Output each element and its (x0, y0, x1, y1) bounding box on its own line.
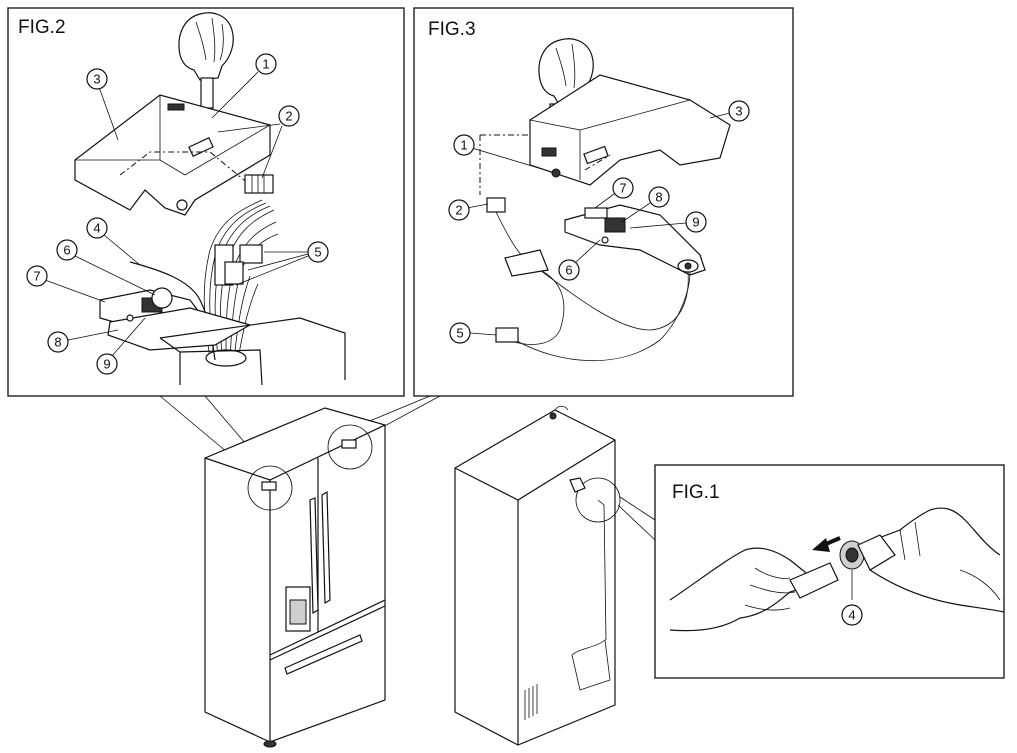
direction-arrow (812, 536, 841, 552)
wire-harness (495, 211, 691, 362)
fig3-callout-1: 1 (460, 138, 467, 153)
fig2-callout-2: 2 (285, 109, 292, 124)
fig1-panel: FIG.1 4 (654, 464, 1005, 679)
fig2-callout-6: 6 (63, 243, 70, 258)
fig2-callouts: 1 2 3 4 5 6 7 8 (26, 53, 329, 375)
screw (551, 168, 561, 178)
connector-2 (244, 174, 274, 194)
fig2-panel: FIG.2 (7, 7, 405, 397)
fig2-label: FIG.2 (18, 17, 66, 38)
bracket-plate (99, 287, 252, 351)
hand-right-illustration (857, 507, 1005, 613)
fig2-callout-3: 3 (93, 72, 100, 87)
connector-2 (486, 197, 506, 213)
fig3-callout-2: 2 (455, 203, 462, 218)
fig3-callout-7: 7 (619, 181, 626, 196)
cover-part (479, 74, 731, 195)
fig3-callout-3: 3 (735, 104, 742, 119)
rear-refrigerator (454, 405, 621, 746)
fitting-part (839, 540, 865, 570)
wire-bundle (203, 199, 279, 367)
fig3-callout-6: 6 (565, 263, 572, 278)
fig3-panel: FIG.3 (413, 7, 794, 397)
bracket-plate (564, 204, 706, 276)
fig3-callout-5: 5 (456, 326, 463, 341)
cabinet-top-corner (159, 317, 346, 386)
fig1-callout-4: 4 (848, 608, 855, 623)
hand-left-illustration (669, 547, 839, 632)
fig1-leader-lines (617, 496, 656, 541)
fig2-callout-5: 5 (314, 245, 321, 260)
fig2-callout-4: 4 (93, 221, 100, 236)
fig1-label: FIG.1 (672, 482, 720, 503)
fig3-label: FIG.3 (428, 19, 476, 40)
fig2-callout-7: 7 (33, 269, 40, 284)
front-refrigerator (204, 407, 386, 748)
fig3-callout-8: 8 (655, 190, 662, 205)
fig2-callout-9: 9 (103, 357, 110, 372)
fig2-callout-8: 8 (54, 335, 61, 350)
fig3-callouts: 1 2 3 5 6 7 8 9 (448, 100, 750, 344)
vent-grille (524, 684, 538, 720)
fig3-callout-9: 9 (692, 215, 699, 230)
fig2-callout-1: 1 (262, 57, 269, 72)
cover-part (74, 94, 271, 216)
